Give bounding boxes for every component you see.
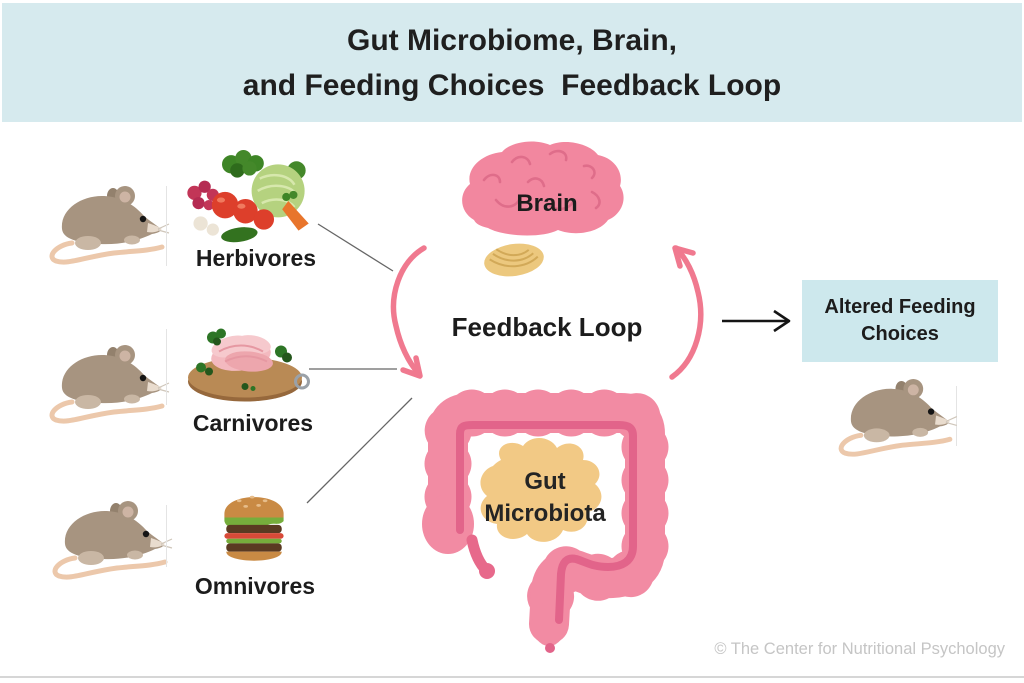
page-title-line2: and Feeding Choices Feedback Loop [242, 69, 782, 102]
image-edge-artifact [166, 505, 167, 567]
mouse-icon [833, 376, 957, 465]
bottom-divider [0, 676, 1024, 678]
mouse-icon [44, 183, 169, 273]
outcome-label-line2: Choices [861, 323, 939, 345]
copyright-text: © The Center for Nutritional Psychology [714, 640, 1005, 658]
carnivores-label: Carnivores [192, 410, 314, 436]
outcome-label-line1: Altered Feeding [824, 296, 976, 318]
altered-feeding-choices-box: Altered Feeding Choices [802, 280, 998, 362]
herbivores-label: Herbivores [195, 245, 317, 271]
brain-illustration [462, 141, 624, 277]
hamburger-icon [224, 495, 284, 561]
gut-illustration [422, 389, 669, 653]
vegetables-icon [187, 150, 309, 243]
gut-microbiota-label-line2: Microbiota [484, 500, 606, 527]
brain-label: Brain [516, 190, 578, 217]
gut-microbiota-label-line1: Gut [524, 468, 566, 495]
page-title-line1: Gut Microbiome, Brain, [346, 24, 678, 57]
feedback-loop-label: Feedback Loop [451, 312, 643, 342]
raw-meat-icon [188, 328, 310, 402]
title-banner: Gut Microbiome, Brain, and Feeding Choic… [2, 3, 1022, 122]
mouse-icon [47, 498, 172, 588]
image-edge-artifact [956, 386, 957, 446]
image-edge-artifact [166, 186, 167, 266]
loop-arrow-up-icon [669, 245, 704, 380]
output-arrow-icon [722, 309, 791, 333]
omnivores-label: Omnivores [194, 573, 316, 599]
image-edge-artifact [166, 329, 167, 405]
loop-arrow-down-icon [390, 245, 427, 379]
mouse-icon [44, 342, 169, 432]
